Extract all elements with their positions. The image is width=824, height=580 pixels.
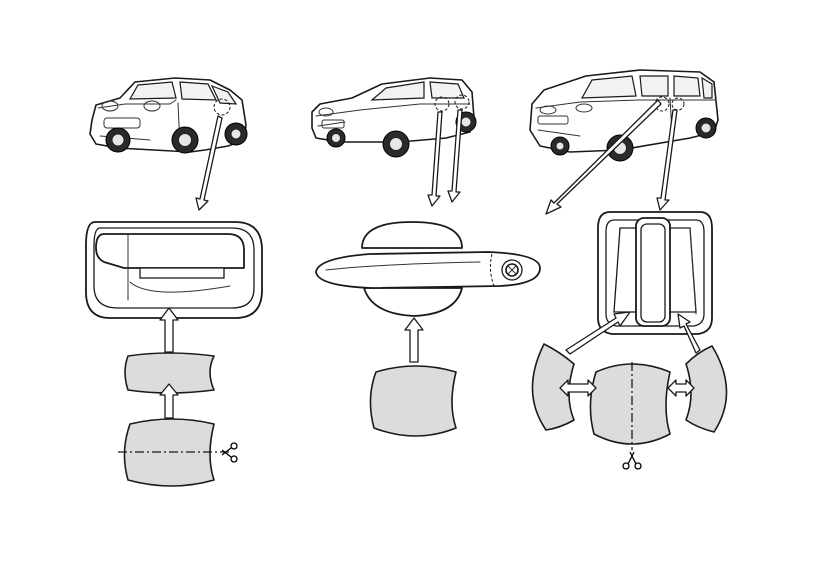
arrow-icon [404, 317, 424, 363]
handle-location-marker [671, 97, 685, 111]
film-piece-full [589, 363, 671, 445]
arrow-icon [545, 99, 662, 215]
film-piece-right [685, 345, 728, 433]
arrow-icon [427, 111, 443, 207]
suv-car [89, 77, 248, 154]
handle-location-marker [454, 94, 470, 110]
handle-location-marker [213, 98, 231, 116]
film-piece-left [531, 343, 575, 431]
arrow-icon [195, 115, 223, 211]
scissors-icon [622, 451, 642, 470]
arrow-icon [656, 109, 678, 211]
panel-hatchback [311, 77, 541, 437]
arrow-icon [677, 313, 701, 354]
handle-vertical [597, 211, 713, 335]
panel-minivan [529, 69, 728, 470]
film-piece-full [369, 365, 457, 437]
handle-location-marker [434, 96, 450, 112]
arrow-icon [159, 307, 179, 353]
handle-pull-bar [315, 221, 541, 317]
arrow-icon [159, 383, 179, 419]
arrow-icon [559, 379, 597, 397]
handle-rectangular [85, 221, 263, 319]
scissors-icon [221, 442, 238, 463]
arrow-icon [565, 311, 631, 355]
panel-suv [85, 77, 263, 487]
arrow-icon [447, 109, 463, 203]
film-piece-upper [124, 352, 215, 394]
minivan-car [529, 69, 719, 162]
arrow-icon [667, 379, 695, 397]
hatchback-car [311, 77, 477, 158]
